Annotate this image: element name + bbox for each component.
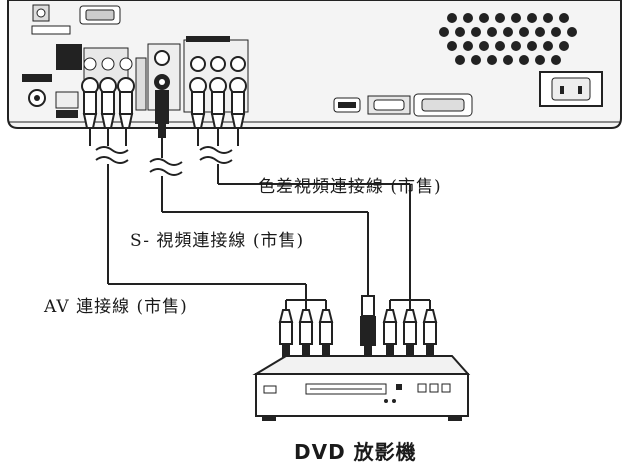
component-cable [197,128,431,310]
av-input-block [56,44,147,111]
dvd-player-label: DVD 放影機 [294,440,417,464]
hdmi-dvi-block [333,93,473,117]
wave-break-icon [95,146,233,176]
vent-grille [439,13,577,65]
tv-rear-panel [7,0,622,129]
av-cable-plugs-bottom [278,309,334,357]
component-cable-plugs-bottom [382,309,438,357]
av-cable [89,128,327,310]
component-cable-plugs-top [190,91,246,129]
s-video-plug-bottom [360,295,376,356]
power-inlet [539,71,603,107]
dvd-player-icon [252,355,471,421]
audio-out-block [55,91,79,118]
av-cable-plugs-top [82,91,134,129]
antenna-input [22,74,52,107]
component-cable-label: 色差視頻連接線 (市售) [258,177,442,197]
service-port [31,4,71,35]
s-video-cable-label: S- 視頻連接線 (市售) [130,231,305,251]
av-cable-label: AV 連接線 (市售) [44,297,188,317]
s-video-cable [161,138,369,296]
rs232-port [79,5,121,25]
s-video-plug-top [155,90,169,138]
